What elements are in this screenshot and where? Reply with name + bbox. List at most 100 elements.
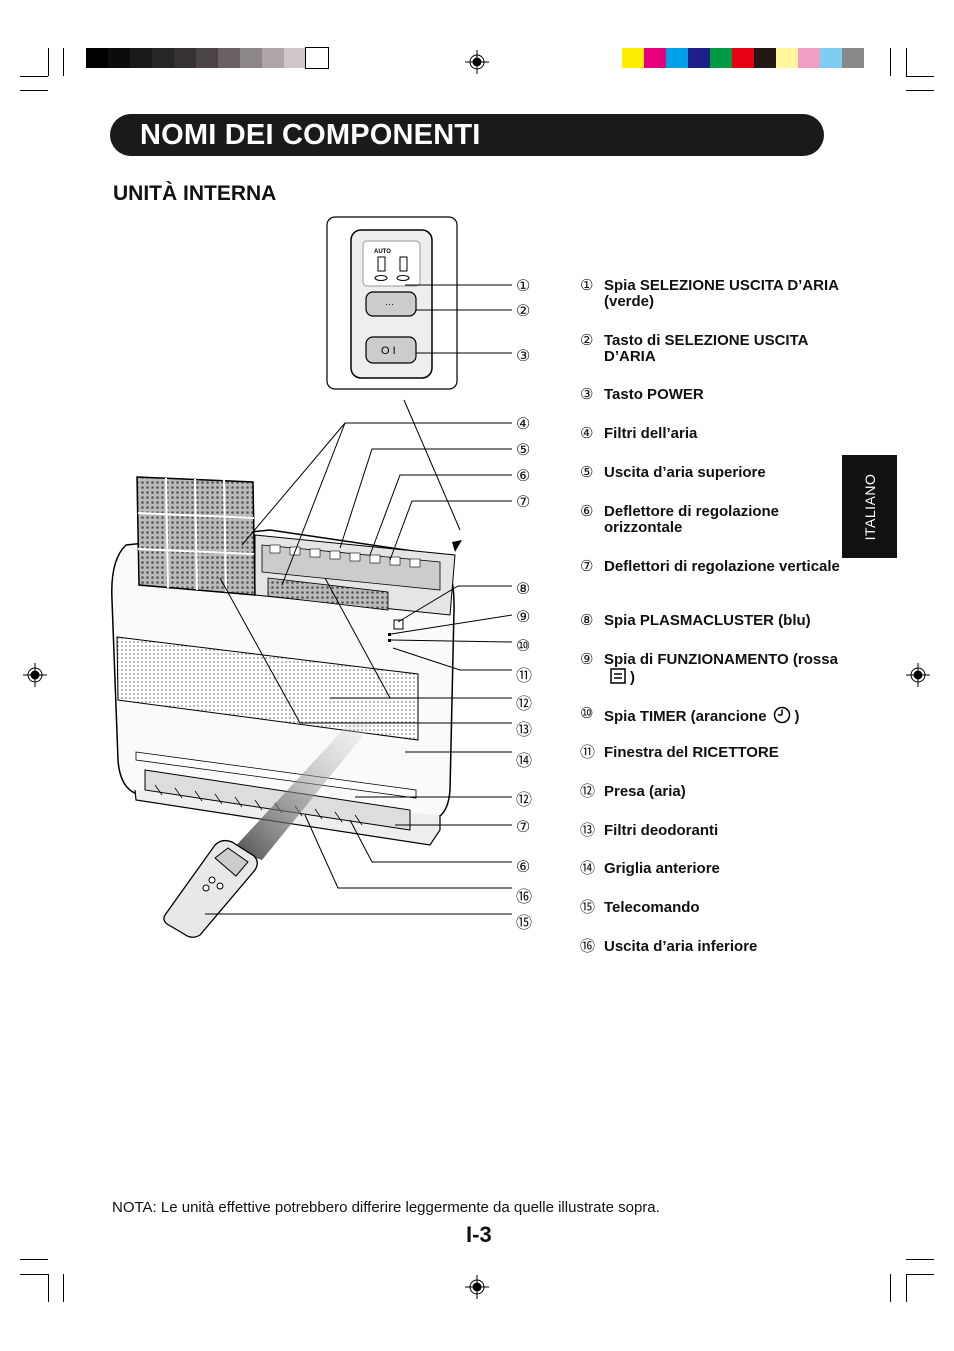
callout-number: ① — [516, 278, 531, 295]
color-swatch — [732, 48, 754, 68]
part-label: Finestra del RICETTORE — [604, 745, 844, 761]
part-number: ⑤ — [580, 464, 594, 481]
part-number: ⑪ — [580, 744, 596, 761]
grayscale-calibration-bar — [86, 47, 329, 69]
section-title-bar: NOMI DEI COMPONENTI — [110, 114, 824, 156]
remote-signal-beam — [232, 690, 392, 860]
part-number: ③ — [580, 386, 594, 403]
part-label: Tasto POWER — [604, 387, 844, 403]
callout-number: ⑫ — [516, 792, 533, 809]
part-number: ⑬ — [580, 822, 596, 839]
part-label-text: Uscita d’aria superiore — [604, 464, 766, 481]
callout-number: ⑥ — [516, 859, 531, 876]
part-label-text: Spia SELEZIONE USCITA D’ARIA (verde) — [604, 277, 839, 310]
part-number: ⑭ — [580, 860, 596, 877]
grayscale-swatch — [196, 48, 218, 68]
part-label: Filtri deodoranti — [604, 823, 844, 839]
page-title: NOMI DEI COMPONENTI — [140, 119, 481, 151]
air-filter — [136, 476, 256, 596]
callout-number: ⑩ — [516, 638, 531, 655]
callout-number: ⑫ — [516, 696, 533, 713]
part-label: Tasto di SELEZIONE USCITA D’ARIA — [604, 333, 844, 365]
callout-number: ⑧ — [516, 581, 531, 598]
part-label-suffix: ) — [630, 668, 635, 686]
callout-number: ② — [516, 303, 531, 320]
part-label-text: Spia PLASMACLUSTER (blu) — [604, 612, 811, 629]
part-label-text: Spia di FUNZIONAMENTO (rossa — [604, 651, 838, 668]
color-swatch — [798, 48, 820, 68]
callout-number: ③ — [516, 348, 531, 365]
control-panel-detail: AUTO ··· O I — [326, 216, 458, 390]
part-number: ⑥ — [580, 503, 594, 520]
grayscale-swatch — [152, 48, 174, 68]
part-label: Griglia anteriore — [604, 861, 844, 877]
color-swatch — [776, 48, 798, 68]
part-number: ⑯ — [580, 938, 596, 955]
part-label: Filtri dell’aria — [604, 426, 844, 442]
part-label: Presa (aria) — [604, 784, 844, 800]
part-label-text: Telecomando — [604, 899, 700, 916]
color-swatch — [644, 48, 666, 68]
grayscale-swatch — [284, 48, 306, 68]
part-number: ⑨ — [580, 651, 594, 668]
dots-label: ··· — [385, 299, 394, 309]
part-number: ② — [580, 332, 594, 349]
callout-number: ⑬ — [516, 722, 533, 739]
callout-number: ⑤ — [516, 442, 531, 459]
part-label-text: Filtri dell’aria — [604, 425, 698, 442]
part-label: Deflettori di regolazione verticale — [604, 559, 844, 575]
part-number: ⑦ — [580, 558, 594, 575]
auto-label: AUTO — [374, 249, 391, 255]
part-label-text: Griglia anteriore — [604, 860, 720, 877]
grayscale-swatch — [240, 48, 262, 68]
part-number: ① — [580, 277, 594, 294]
part-label: Spia SELEZIONE USCITA D’ARIA (verde) — [604, 278, 844, 310]
color-swatch — [666, 48, 688, 68]
page-number: I-3 — [466, 1222, 492, 1247]
power-label: O I — [381, 345, 396, 357]
part-label: Spia PLASMACLUSTER (blu) — [604, 613, 844, 629]
part-number: ⑮ — [580, 899, 596, 916]
part-number: ④ — [580, 425, 594, 442]
grayscale-swatch — [174, 48, 196, 68]
clock-icon — [773, 706, 791, 728]
note-text: NOTA: Le unità effettive potrebbero diff… — [112, 1199, 660, 1216]
part-label-text: Deflettore di regolazione orizzontale — [604, 503, 780, 536]
part-number: ⑧ — [580, 612, 594, 629]
callout-number: ⑥ — [516, 468, 531, 485]
color-swatch — [688, 48, 710, 68]
bars-icon — [610, 668, 626, 688]
grayscale-swatch — [130, 48, 152, 68]
part-label-text: Presa (aria) — [604, 783, 686, 800]
callout-number: ⑪ — [516, 668, 533, 685]
part-label-text: Tasto di SELEZIONE USCITA D’ARIA — [604, 332, 808, 365]
part-label: Telecomando — [604, 900, 844, 916]
part-label: Uscita d’aria inferiore — [604, 939, 844, 955]
color-swatch — [622, 48, 644, 68]
color-swatch — [842, 48, 864, 68]
grayscale-swatch — [305, 47, 329, 69]
grayscale-swatch — [218, 48, 240, 68]
part-label-text: Uscita d’aria inferiore — [604, 938, 758, 955]
color-swatch — [710, 48, 732, 68]
color-swatch — [754, 48, 776, 68]
part-label-text: Deflettori di regolazione verticale — [604, 558, 840, 575]
part-label-text: Spia TIMER (arancione — [604, 707, 767, 725]
part-number: ⑫ — [580, 783, 596, 800]
grayscale-swatch — [262, 48, 284, 68]
callout-number: ④ — [516, 416, 531, 433]
color-calibration-bar — [622, 48, 864, 68]
color-swatch — [820, 48, 842, 68]
callout-number: ⑦ — [516, 819, 531, 836]
remote-control — [163, 839, 258, 938]
indoor-unit-body — [111, 529, 456, 846]
indoor-unit-diagram: AUTO ··· O I — [111, 216, 513, 938]
part-number: ⑩ — [580, 705, 594, 722]
leader-lines — [205, 284, 513, 915]
part-label-text: Tasto POWER — [604, 386, 704, 403]
callout-number: ⑮ — [516, 915, 533, 932]
part-label-text: Finestra del RICETTORE — [604, 744, 779, 761]
part-label: Deflettore di regolazione orizzontale — [604, 504, 844, 536]
part-label: Uscita d’aria superiore — [604, 465, 844, 481]
language-tab: ITALIANO — [842, 455, 897, 558]
